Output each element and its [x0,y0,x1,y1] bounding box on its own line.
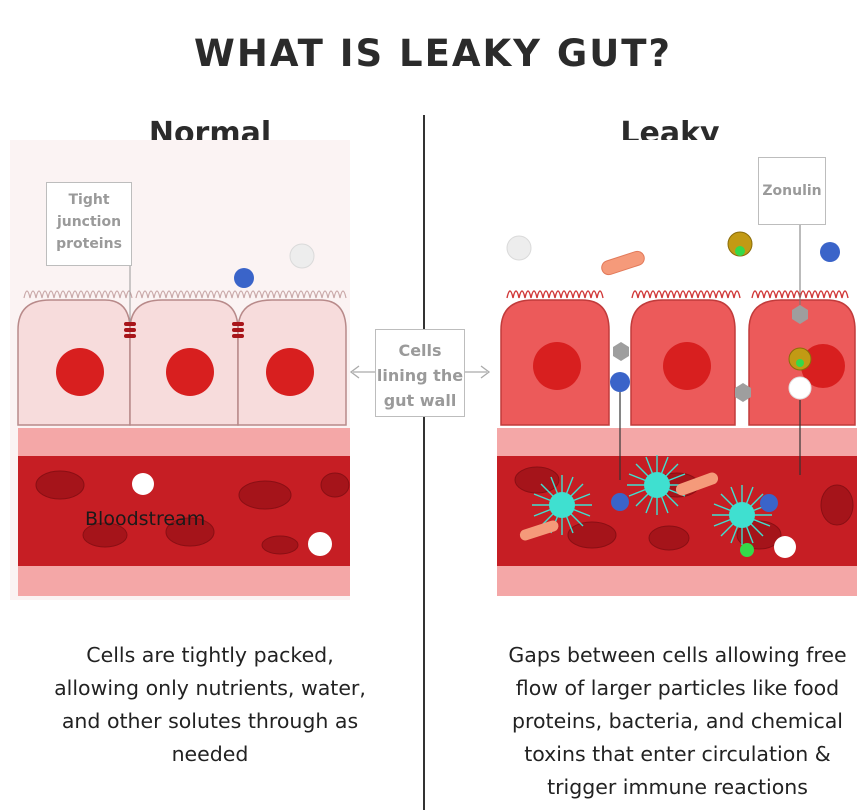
callout-line: Tight [68,192,110,208]
bloodstream-label: Bloodstream [85,508,205,530]
nutrient-particle [774,536,796,558]
callout-line: lining the [376,366,464,385]
blue-particle [760,494,778,512]
callout-line: Cells [398,341,442,360]
callout-line: junction [56,214,122,230]
nucleus [166,348,214,396]
hexagon-particle [613,342,629,361]
normal-caption: Cells are tightly packed, allowing only … [0,639,420,771]
food-protein-core [796,359,804,367]
caption-line: Gaps between cells allowing free [508,643,847,667]
toxin-particle [601,250,645,276]
red-blood-cells [35,470,350,555]
caption-line: trigger immune reactions [547,775,808,799]
caption-line: allowing only nutrients, water, [54,676,366,700]
caption-line: Cells are tightly packed, [86,643,334,667]
nutrient-particle [506,235,532,261]
vessel-wall-top [18,428,350,456]
page-title: WHAT IS LEAKY GUT? [194,32,672,75]
toxin-particle [675,472,719,496]
center-divider [423,115,425,810]
nucleus [56,348,104,396]
vessel-wall-bottom [497,566,857,596]
vessel-wall-bottom [18,566,350,596]
nucleus [533,342,581,390]
callout-line: gut wall [383,391,457,410]
blue-particle [610,372,630,392]
caption-line: needed [171,742,249,766]
tight-junction-callout: Tight junction proteins [46,182,132,266]
normal-microvilli [23,290,347,299]
blue-particle [234,268,254,288]
cells-lining-callout: Cells lining the gut wall [375,329,465,417]
nucleus [266,348,314,396]
nutrient-particle [788,376,812,400]
nutrient-particle [308,532,332,556]
food-protein-core [735,246,745,256]
hexagon-particle [792,305,808,324]
cells-callout-arrows [349,365,491,379]
bacteria-core [644,472,670,498]
normal-cells [17,299,347,426]
blue-particle [820,242,840,262]
caption-line: toxins that enter circulation & [524,742,831,766]
tight-junctions [124,322,244,338]
nucleus [801,344,845,388]
blue-particle [611,493,629,511]
nutrient-particle [132,473,154,495]
caption-line: proteins, bacteria, and chemical [512,709,843,733]
callout-line: proteins [56,236,122,252]
food-protein-core [740,543,754,557]
nucleus [663,342,711,390]
toxin-particle [519,520,559,541]
caption-line: and other solutes through as [61,709,359,733]
nutrient-particle [289,243,315,269]
leaky-gut-illustration [497,140,857,600]
caption-line: flow of larger particles like food [515,676,840,700]
bacteria-core [729,502,755,528]
zonulin-callout: Zonulin [758,157,826,225]
leaky-caption: Gaps between cells allowing free flow of… [470,639,866,804]
hexagon-particle [735,383,751,402]
bacteria-core [549,492,575,518]
vessel-wall-top [497,428,857,456]
